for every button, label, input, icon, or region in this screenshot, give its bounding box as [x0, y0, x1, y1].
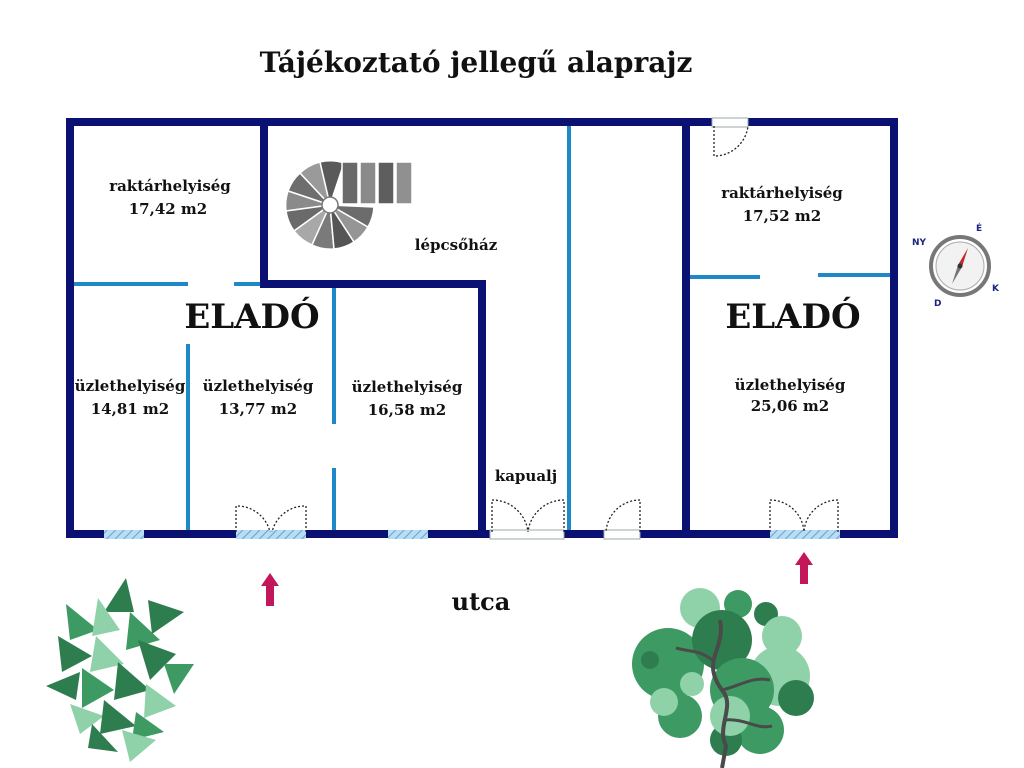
inner-walls	[70, 122, 890, 532]
room-label-shop-3: üzlethelyiség	[352, 378, 463, 396]
room-label-shop-1: üzlethelyiség	[75, 377, 186, 395]
outer-walls	[66, 118, 898, 538]
compass-label-k: K	[992, 284, 1000, 294]
door-swing	[491, 499, 529, 533]
room-area-shop-4: 25,06 m2	[751, 397, 830, 415]
door-swing	[527, 499, 565, 533]
door-swing	[769, 499, 805, 533]
spiral-stair-icon	[284, 160, 413, 250]
room-area-shop-1: 14,81 m2	[91, 400, 170, 418]
room-label-gateway: kapualj	[495, 467, 557, 485]
compass-icon: NY É K D	[912, 222, 1000, 309]
entrance-arrow-icon	[261, 573, 279, 606]
room-label-stairwell: lépcsőház	[415, 236, 498, 254]
room-area-shop-3: 16,58 m2	[368, 401, 447, 419]
window	[104, 530, 144, 539]
compass-label-d: D	[934, 299, 941, 309]
room-area-storage-right: 17,52 m2	[743, 207, 822, 225]
room-area-shop-2: 13,77 m2	[219, 400, 298, 418]
street-label: utca	[452, 587, 511, 616]
door-swing	[605, 499, 641, 533]
door-swing	[713, 125, 749, 157]
window	[489, 529, 565, 540]
windows	[104, 117, 840, 540]
tree-icon	[632, 588, 814, 768]
window	[770, 530, 840, 539]
room-label-shop-4: üzlethelyiség	[735, 376, 846, 394]
sale-label-left: ELADÓ	[184, 296, 319, 337]
room-label-storage-right: raktárhelyiség	[721, 184, 843, 202]
window	[388, 530, 428, 539]
room-label-shop-2: üzlethelyiség	[203, 377, 314, 395]
room-area-storage-left: 17,42 m2	[129, 200, 208, 218]
compass-label-ny: NY	[912, 238, 927, 248]
doors	[235, 125, 839, 533]
door-swing	[235, 505, 271, 533]
room-label-storage-left: raktárhelyiség	[109, 177, 231, 195]
tree-icon	[46, 578, 194, 762]
sale-label-right: ELADÓ	[725, 296, 860, 337]
door-swing	[271, 505, 307, 533]
door-swing	[803, 499, 839, 533]
compass-label-e: É	[976, 222, 982, 234]
entrance-arrow-icon	[795, 552, 813, 584]
page-title: Tájékoztató jellegű alaprajz	[260, 46, 693, 79]
window	[236, 530, 306, 539]
window	[603, 529, 641, 540]
window	[711, 117, 749, 128]
